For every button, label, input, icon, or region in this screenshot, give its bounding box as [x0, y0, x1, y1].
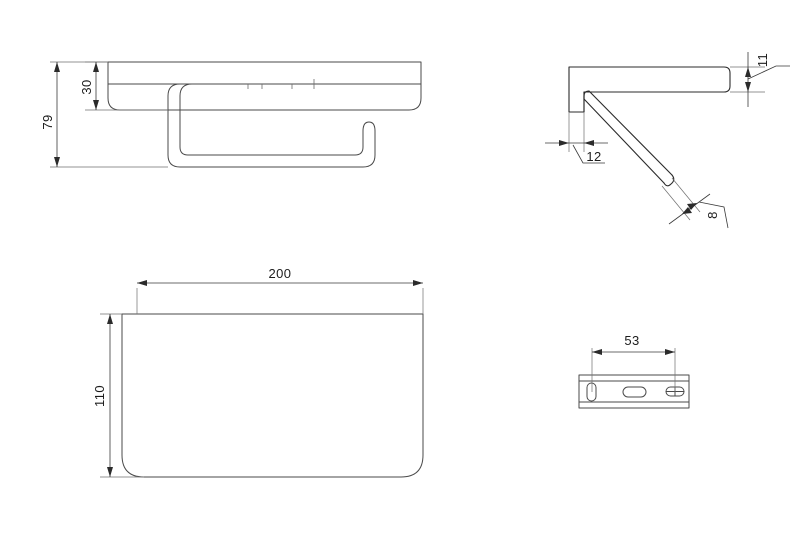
side-arm-tip-cap	[663, 174, 675, 187]
dim-line-angled	[668, 193, 711, 225]
arrow-down	[93, 100, 99, 110]
front-shelf-grip-marks	[247, 79, 315, 89]
arrow-right	[137, 280, 147, 286]
front-hook-inner	[179, 83, 364, 156]
dimension-bracket-offset: 12	[545, 112, 608, 164]
arrow-up	[54, 62, 60, 72]
arrow-right	[592, 349, 602, 355]
front-hook-tip-cap	[362, 121, 376, 132]
arrow-up-inner	[745, 82, 751, 92]
dimension-height-overall: 79	[40, 61, 168, 168]
arrow-down	[54, 157, 60, 167]
dim-label-8: 8	[705, 211, 720, 219]
arrow-down	[107, 467, 113, 477]
bracket-slot-centre	[622, 386, 647, 398]
arrow-a	[687, 203, 697, 210]
ext-line-upper	[671, 177, 701, 213]
side-arm-root-radius	[583, 90, 590, 100]
arrow-b	[682, 207, 692, 214]
dim-label-200: 200	[269, 266, 292, 281]
bracket-slot-left	[586, 382, 597, 402]
arrow-right	[559, 140, 569, 146]
front-shelf-outline	[107, 61, 422, 111]
mounting-bracket-detail	[578, 374, 690, 409]
plan-shelf-outline	[121, 313, 424, 478]
ext-line-lower	[661, 185, 691, 221]
side-arm-lower-edge	[583, 98, 665, 184]
dimension-width-overall: 200	[136, 266, 424, 314]
plan-top-view	[121, 313, 424, 478]
side-section-view	[568, 66, 731, 187]
dim-label-110: 110	[92, 385, 107, 407]
dim-label-12: 12	[586, 149, 601, 164]
side-arm-upper-edge	[588, 90, 673, 176]
arrow-up	[93, 62, 99, 72]
dimension-depth-overall: 110	[92, 313, 144, 478]
dim-label-30: 30	[79, 79, 94, 94]
front-elevation-view	[107, 61, 422, 168]
leader-line	[572, 144, 605, 164]
dimension-arm-diameter: 8	[661, 177, 729, 229]
dim-label-11: 11	[755, 53, 770, 67]
dimension-shelf-height: 30	[79, 61, 168, 111]
front-hook-outer	[167, 83, 376, 168]
arrow-left	[584, 140, 594, 146]
dimension-screw-hole-spacing: 53	[591, 333, 676, 392]
arrow-down-inner	[745, 67, 751, 77]
leader-line	[698, 201, 729, 229]
bracket-plate-outline	[578, 374, 690, 409]
dimension-shelf-thickness: 11	[730, 52, 790, 107]
dim-label-79: 79	[40, 114, 55, 129]
leader-line	[747, 65, 790, 80]
arrow-left	[665, 349, 675, 355]
side-shelf-profile	[568, 66, 731, 113]
arrow-left	[413, 280, 423, 286]
arrow-up	[107, 314, 113, 324]
dim-label-53: 53	[624, 333, 639, 348]
